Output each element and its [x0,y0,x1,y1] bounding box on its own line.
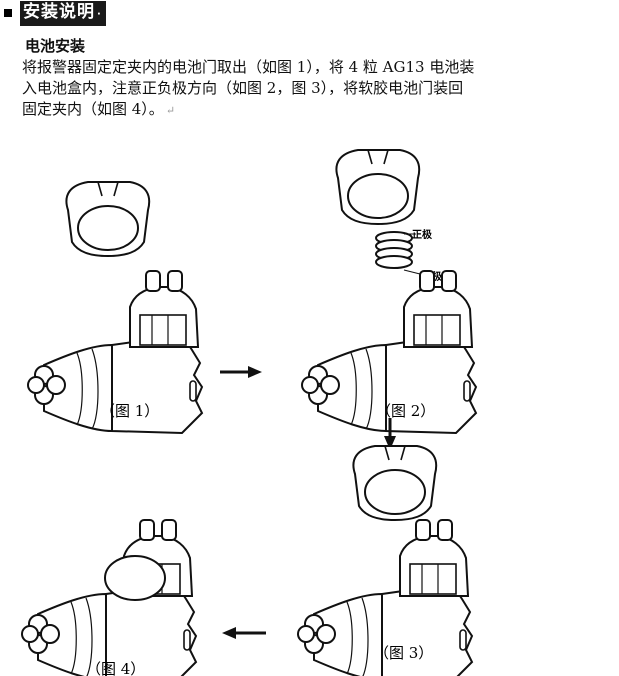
battery-door-2 [335,149,421,225]
return-mark: ↵ [165,104,176,117]
alarm-device-4 [21,519,197,676]
figure-3: （图 3） [297,445,473,676]
bullet-square-icon [4,9,12,17]
instruction-line-2: 入电池盒内，注意正负极方向（如图 2，图 3），将软胶电池门装回 [22,79,464,97]
negative-leader-line [403,269,421,275]
instruction-line-3: 固定夹内（如图 4）。↵ [22,99,562,121]
title-dot: · [97,8,102,20]
section-title-text: 安装说明 [23,1,95,22]
instruction-line-1: 将报警器固定定夹内的电池门取出（如图 1），将 4 粒 AG13 电池装 [22,58,475,76]
figure-3-caption: （图 3） [374,644,433,662]
arrow-down-icon [384,418,396,450]
figure-1: （图 1） [27,181,203,434]
instruction-line-3-text: 固定夹内（如图 4）。 [22,100,164,118]
arrow-left-icon [222,627,266,639]
figure-2-caption: （图 2） [376,402,435,420]
section-header: 安装说明· [4,0,106,26]
battery-stack [375,231,413,269]
figure-2: 正极 负极 （图 2） [301,149,477,434]
section-title: 安装说明· [20,0,106,26]
battery-door-1 [65,181,151,257]
battery-heading: 电池安装 [25,37,86,55]
figure-4: （图 4） [21,519,197,676]
battery-door-3 [352,445,438,521]
battery-instructions: 将报警器固定定夹内的电池门取出（如图 1），将 4 粒 AG13 电池装 入电池… [22,57,562,121]
installed-battery-door [104,555,166,601]
arrow-right-icon [218,364,264,380]
positive-pole-label: 正极 [412,228,433,241]
figure-1-caption: （图 1） [100,402,159,420]
figure-4-caption: （图 4） [86,660,145,676]
